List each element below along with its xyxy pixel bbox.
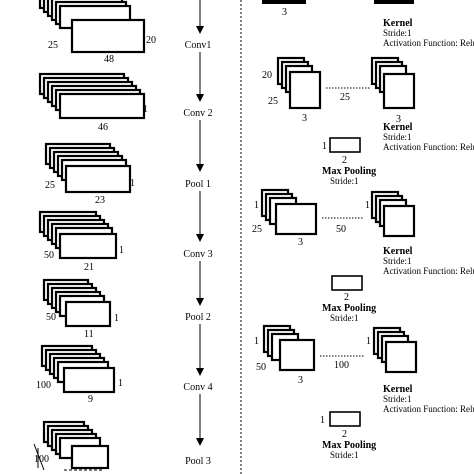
- svg-text:Stride:1: Stride:1: [383, 132, 412, 142]
- volume-5-bottom: 11: [84, 329, 94, 340]
- volume-5: 1 50 11: [42, 278, 119, 340]
- svg-text:Max Pooling: Max Pooling: [322, 440, 376, 451]
- volume-1-depth: 25: [48, 40, 58, 51]
- svg-text:100: 100: [334, 360, 349, 371]
- svg-text:1: 1: [366, 336, 371, 347]
- volume-6-depth: 100: [36, 380, 51, 391]
- volume-4-bottom: 21: [84, 262, 94, 273]
- kernel-desc-2: Kernel Stride:1 Activation Function: Rel…: [383, 122, 474, 152]
- svg-text:Kernel: Kernel: [383, 122, 413, 133]
- svg-text:25: 25: [252, 224, 262, 235]
- svg-text:Activation Function: Relu: Activation Function: Relu: [383, 142, 474, 152]
- volume-2-bottom: 46: [98, 122, 108, 133]
- volume-1-bottom: 48: [104, 54, 114, 65]
- kernel-stride: Stride:1: [383, 28, 412, 38]
- svg-text:Stride:1: Stride:1: [330, 450, 359, 460]
- layer-flow: Conv1 Conv 2 Pool 1 Conv 3 Pool 2 Conv 4…: [183, 0, 213, 467]
- kernel-block-conv2: 20 25 3 25 3: [262, 56, 416, 125]
- svg-text:Max Pooling: Max Pooling: [322, 303, 376, 314]
- arrow-down-icon: [196, 26, 204, 34]
- max-pooling-2: 2 Max Pooling Stride:1: [322, 275, 376, 323]
- volume-3-bottom: 23: [95, 195, 105, 206]
- volume-4-side: 1: [119, 245, 124, 256]
- layer-conv3: Conv 3: [183, 249, 212, 260]
- arrow-down-icon: [196, 164, 204, 172]
- arrow-down-icon: [196, 368, 204, 376]
- block-a-right-width: 3: [396, 114, 401, 125]
- layer-conv4: Conv 4: [183, 382, 212, 393]
- svg-text:Kernel: Kernel: [383, 384, 413, 395]
- svg-text:50: 50: [336, 224, 346, 235]
- volume-2-side: 1: [143, 104, 148, 115]
- layer-pool2: Pool 2: [185, 312, 211, 323]
- block-a-left-width: 3: [302, 113, 307, 124]
- volume-3-depth: 25: [45, 180, 55, 191]
- volume-2: 1 46: [38, 72, 148, 133]
- svg-text:Activation Function: Relu: Activation Function: Relu: [383, 266, 474, 276]
- volume-6-bottom: 9: [88, 394, 93, 405]
- volume-5-depth: 50: [46, 312, 56, 323]
- svg-text:3: 3: [298, 237, 303, 248]
- max-pooling-title: Max Pooling: [322, 166, 376, 177]
- top-bar-left: [262, 0, 306, 4]
- volume-4-depth: 50: [44, 250, 54, 261]
- svg-text:Kernel: Kernel: [383, 246, 413, 257]
- svg-text:1: 1: [322, 141, 327, 152]
- top-bar-right: [374, 0, 414, 4]
- svg-text:3: 3: [298, 375, 303, 386]
- kernel-activation: Activation Function: Relu: [383, 38, 474, 48]
- volume-3: 1 25 23: [44, 142, 135, 206]
- volume-7: 100: [33, 420, 110, 471]
- svg-text:1: 1: [365, 200, 370, 211]
- arrow-down-icon: [196, 234, 204, 242]
- layer-conv1: Conv1: [185, 40, 212, 51]
- svg-text:1: 1: [254, 200, 259, 211]
- svg-text:2: 2: [342, 429, 347, 440]
- kernel-desc-1: Kernel Stride:1 Activation Function: Rel…: [383, 18, 474, 48]
- arrow-down-icon: [196, 94, 204, 102]
- arrow-down-icon: [196, 298, 204, 306]
- block-a-left-depth: 25: [268, 96, 278, 107]
- layer-conv2: Conv 2: [183, 108, 212, 119]
- volume-1-side: 20: [146, 35, 156, 46]
- kernel-desc-3: Kernel Stride:1 Activation Function: Rel…: [383, 246, 474, 276]
- layer-pool1: Pool 1: [185, 179, 211, 190]
- svg-text:1: 1: [320, 415, 325, 426]
- svg-text:Activation Function: Relu: Activation Function: Relu: [383, 404, 474, 414]
- volume-5-side: 1: [114, 313, 119, 324]
- block-a-mid: 25: [340, 92, 350, 103]
- svg-text:Stride:1: Stride:1: [383, 394, 412, 404]
- kernel-title: Kernel: [383, 18, 413, 29]
- kernel-block-conv4: 1 50 3 100 1: [254, 324, 418, 386]
- svg-text:1: 1: [254, 336, 259, 347]
- svg-text:50: 50: [256, 362, 266, 373]
- kernel-desc-4: Kernel Stride:1 Activation Function: Rel…: [383, 384, 474, 414]
- layer-pool3: Pool 3: [185, 456, 211, 467]
- block-a-left-side: 20: [262, 70, 272, 81]
- svg-text:Stride:1: Stride:1: [383, 256, 412, 266]
- svg-text:2: 2: [342, 155, 347, 166]
- volume-3-side: 1: [130, 178, 135, 189]
- svg-text:2: 2: [344, 292, 349, 303]
- top-bar-width: 3: [282, 7, 287, 18]
- max-pooling-1: 1 2 Max Pooling Stride:1: [322, 137, 376, 186]
- volume-6-side: 1: [118, 378, 123, 389]
- svg-text:Stride:1: Stride:1: [330, 176, 359, 186]
- max-pooling-3: 1 2 Max Pooling Stride:1: [320, 411, 376, 460]
- svg-text:Stride:1: Stride:1: [330, 313, 359, 323]
- arrow-down-icon: [196, 438, 204, 446]
- kernel-block-conv3: 1 25 3 50 1: [252, 188, 416, 248]
- volume-6: 1 100 9: [36, 344, 123, 405]
- volume-4: 1 50 21: [38, 210, 124, 273]
- volume-7-depth: 100: [34, 454, 49, 465]
- volume-1: 20 25 48: [38, 0, 156, 65]
